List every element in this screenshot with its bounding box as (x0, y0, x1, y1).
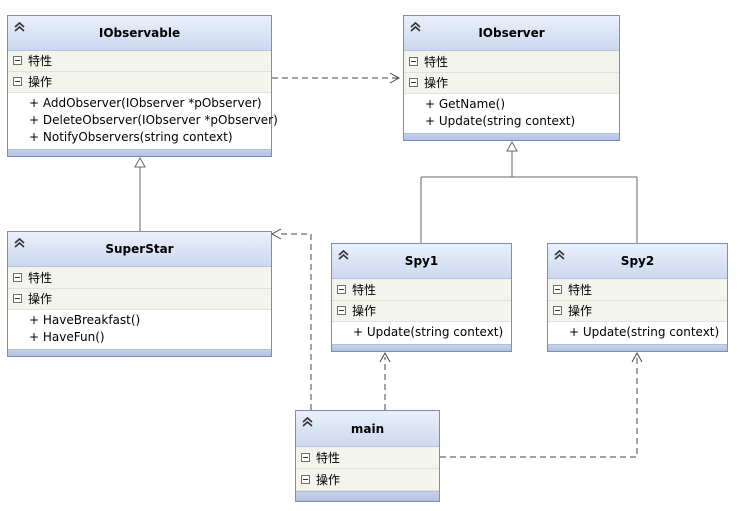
class-name: Spy1 (404, 254, 439, 269)
class-name: Spy2 (620, 254, 655, 269)
attributes-label: 特性 (568, 282, 593, 297)
minus-box-icon[interactable] (409, 78, 418, 88)
minus-box-icon[interactable] (337, 284, 346, 294)
attributes-label: 特性 (28, 270, 53, 285)
double-chevron-up-icon[interactable] (13, 237, 26, 249)
operations-label: 操作 (568, 304, 593, 319)
class-main[interactable]: main 特性 操作 (295, 410, 440, 502)
class-header: main (296, 411, 439, 447)
operation-item[interactable]: + HaveFun() (29, 330, 105, 344)
operations-label: 操作 (316, 473, 341, 487)
minus-box-icon[interactable] (301, 475, 310, 484)
dependency-arrow-main-spy2[interactable] (440, 351, 643, 458)
class-header: IObservable (8, 16, 271, 51)
operations-list: + Update(string context) (548, 322, 727, 344)
class-footer (8, 149, 271, 157)
attributes-section[interactable]: 特性 (8, 50, 271, 72)
attributes-section[interactable]: 特性 (8, 267, 271, 289)
dependency-arrow-main-spy1[interactable] (379, 351, 391, 410)
class-header: Spy2 (548, 244, 727, 280)
class-iobserver[interactable]: IObserver 特性 操作 + GetName() + Update(str… (403, 15, 620, 141)
operations-list: + AddObserver(IObserver *pObserver) + De… (8, 93, 278, 150)
operation-item[interactable]: + Update(string context) (425, 114, 576, 128)
attributes-section[interactable]: 特性 (404, 51, 619, 73)
minus-box-icon[interactable] (337, 306, 346, 316)
operation-item[interactable]: + GetName() (425, 97, 506, 111)
class-name: main (350, 421, 385, 436)
operation-item[interactable]: + Update(string context) (353, 325, 504, 339)
operations-section[interactable]: 操作 (332, 300, 511, 322)
double-chevron-up-icon[interactable] (13, 21, 26, 33)
attributes-label: 特性 (28, 54, 53, 69)
minus-box-icon[interactable] (301, 453, 310, 462)
attributes-label: 特性 (424, 54, 449, 69)
class-iobservable[interactable]: IObservable 特性 操作 + AddObserver(IObserve… (7, 15, 278, 157)
class-footer (8, 349, 271, 356)
dependency-arrow-main-superstar[interactable] (270, 228, 312, 410)
class-header: Spy1 (332, 244, 511, 280)
operations-list: + Update(string context) (332, 322, 511, 344)
minus-box-icon[interactable] (409, 56, 418, 66)
minus-box-icon[interactable] (13, 77, 22, 87)
class-spy1[interactable]: Spy1 特性 操作 + Update(string context) (331, 243, 512, 352)
double-chevron-up-icon[interactable] (301, 416, 314, 428)
operations-list: + GetName() + Update(string context) (404, 94, 619, 133)
minus-box-icon[interactable] (13, 56, 22, 66)
operations-section[interactable]: 操作 (404, 72, 619, 94)
minus-box-icon[interactable] (13, 294, 22, 304)
operations-label: 操作 (352, 304, 377, 319)
minus-box-icon[interactable] (553, 306, 562, 316)
dependency-arrow-iobservable-iobserver[interactable] (272, 72, 401, 84)
class-name: SuperStar (105, 242, 174, 257)
operations-section[interactable]: 操作 (296, 469, 439, 491)
class-header: IObserver (404, 16, 619, 52)
double-chevron-up-icon[interactable] (337, 249, 350, 261)
attributes-section[interactable]: 特性 (296, 447, 439, 469)
class-footer (296, 491, 439, 501)
attributes-section[interactable]: 特性 (332, 279, 511, 301)
inheritance-arrow-spies-iobserver[interactable] (420, 140, 638, 243)
minus-box-icon[interactable] (13, 272, 22, 282)
inheritance-arrow-superstar-iobservable[interactable] (134, 156, 146, 231)
operations-label: 操作 (424, 76, 449, 91)
class-superstar[interactable]: SuperStar 特性 操作 + HaveBreakfast() + Have… (7, 231, 272, 357)
operations-label: 操作 (28, 75, 53, 90)
class-footer (548, 344, 727, 351)
operations-list: + HaveBreakfast() + HaveFun() (8, 310, 271, 349)
double-chevron-up-icon[interactable] (553, 249, 566, 261)
operations-section[interactable]: 操作 (8, 71, 271, 94)
attributes-label: 特性 (316, 451, 341, 465)
operations-section[interactable]: 操作 (8, 288, 271, 310)
class-name: IObserver (478, 26, 545, 41)
class-spy2[interactable]: Spy2 特性 操作 + Update(string context) (547, 243, 728, 352)
class-header: SuperStar (8, 232, 271, 268)
operations-section[interactable]: 操作 (548, 300, 727, 322)
attributes-label: 特性 (352, 282, 377, 297)
class-footer (332, 344, 511, 351)
class-name: IObservable (98, 25, 181, 40)
operation-item[interactable]: + NotifyObservers(string context) (29, 130, 233, 145)
class-footer (404, 133, 619, 140)
attributes-section[interactable]: 特性 (548, 279, 727, 301)
minus-box-icon[interactable] (553, 284, 562, 294)
operation-item[interactable]: + Update(string context) (569, 325, 720, 339)
double-chevron-up-icon[interactable] (409, 21, 422, 33)
operation-item[interactable]: + DeleteObserver(IObserver *pObserver) (29, 113, 278, 128)
operation-item[interactable]: + AddObserver(IObserver *pObserver) (29, 96, 262, 111)
operation-item[interactable]: + HaveBreakfast() (29, 313, 141, 327)
operations-label: 操作 (28, 292, 53, 307)
